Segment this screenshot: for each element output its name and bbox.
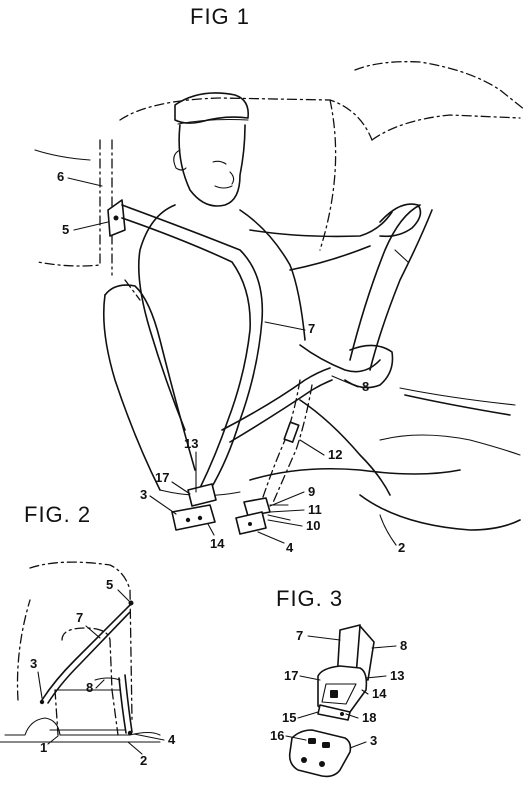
figure-3-title: FIG. 3 xyxy=(276,586,343,611)
ref-numeral: 17 xyxy=(284,668,298,683)
seat-belt-fig1 xyxy=(107,199,333,535)
ref-numeral: 7 xyxy=(296,628,303,643)
ref-numeral: 10 xyxy=(306,518,320,533)
figure-3-reference-numerals: 7 8 17 13 14 15 18 16 3 xyxy=(270,628,407,749)
ref-numeral: 2 xyxy=(398,540,405,555)
ref-numeral: 3 xyxy=(370,733,377,748)
belt-strap-and-tongue xyxy=(317,624,375,721)
ref-numeral: 13 xyxy=(184,436,198,451)
ref-numeral: 8 xyxy=(400,638,407,653)
ref-numeral: 14 xyxy=(210,536,225,551)
ref-numeral: 8 xyxy=(362,379,369,394)
figure-2-title: FIG. 2 xyxy=(24,502,91,527)
figure-1-title: FIG 1 xyxy=(190,4,250,29)
figure-3: FIG. 3 7 8 17 1 xyxy=(270,586,407,778)
ref-numeral: 4 xyxy=(286,540,294,555)
ref-numeral: 7 xyxy=(308,321,315,336)
vehicle-body-outline xyxy=(0,561,161,743)
seat-fig2 xyxy=(49,627,126,736)
ref-numeral: 18 xyxy=(362,710,376,725)
car-interior-outline xyxy=(34,61,526,301)
seat xyxy=(103,284,241,497)
figure-1-reference-numerals: 6 5 7 8 13 12 17 3 9 11 10 14 4 xyxy=(57,169,405,555)
ref-numeral: 3 xyxy=(140,487,147,502)
ref-numeral: 4 xyxy=(168,732,176,747)
driver-figure xyxy=(137,92,521,531)
figure-1: FIG 1 xyxy=(34,4,526,555)
ref-numeral: 3 xyxy=(30,656,37,671)
ref-numeral: 9 xyxy=(308,484,315,499)
ref-numeral: 7 xyxy=(76,610,83,625)
ref-numeral: 14 xyxy=(372,686,387,701)
ref-numeral: 17 xyxy=(155,470,169,485)
ref-numeral: 6 xyxy=(57,169,64,184)
figure-2-reference-numerals: 5 7 3 8 1 2 4 xyxy=(30,577,176,768)
ref-numeral: 8 xyxy=(86,680,93,695)
ref-numeral: 5 xyxy=(62,222,69,237)
seat-belt-fig2 xyxy=(39,600,134,736)
ref-numeral: 16 xyxy=(270,728,284,743)
ref-numeral: 1 xyxy=(40,740,47,755)
steering-wheel xyxy=(349,204,516,416)
ref-numeral: 13 xyxy=(390,668,404,683)
ref-numeral: 2 xyxy=(140,753,147,768)
ref-numeral: 5 xyxy=(106,577,113,592)
ref-numeral: 11 xyxy=(308,502,322,517)
anchor-plate-fig3 xyxy=(288,729,352,778)
ref-numeral: 12 xyxy=(328,447,342,462)
figure-2: FIG. 2 5 7 3 xyxy=(0,502,176,768)
ref-numeral: 15 xyxy=(282,710,296,725)
